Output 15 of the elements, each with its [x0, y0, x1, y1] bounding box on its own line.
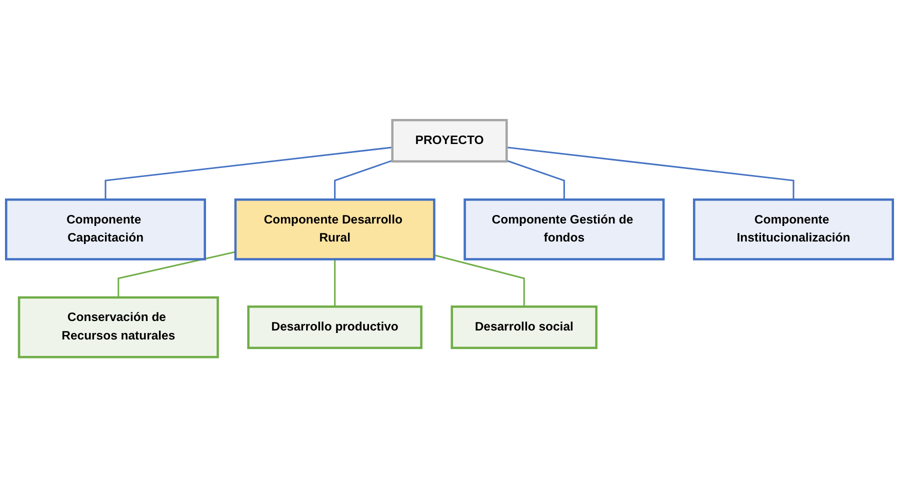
node-box: Componente Gestión de fondos: [464, 198, 665, 261]
node-box: Conservación de Recursos naturales: [18, 296, 219, 359]
connector: [334, 260, 336, 308]
node-box: Desarrollo productivo: [247, 306, 422, 350]
node-box: Desarrollo social: [450, 306, 598, 350]
connector: [506, 147, 794, 200]
node-box: Componente Desarrollo Rural: [234, 198, 436, 261]
connector: [104, 147, 392, 200]
connector: [434, 254, 525, 308]
connector: [118, 252, 236, 298]
connector: [334, 160, 393, 200]
connector: [506, 160, 565, 200]
node-box: Componente Capacitación: [4, 198, 206, 261]
node-box: PROYECTO: [391, 119, 508, 163]
node-box: Componente Institucionalización: [692, 198, 894, 261]
